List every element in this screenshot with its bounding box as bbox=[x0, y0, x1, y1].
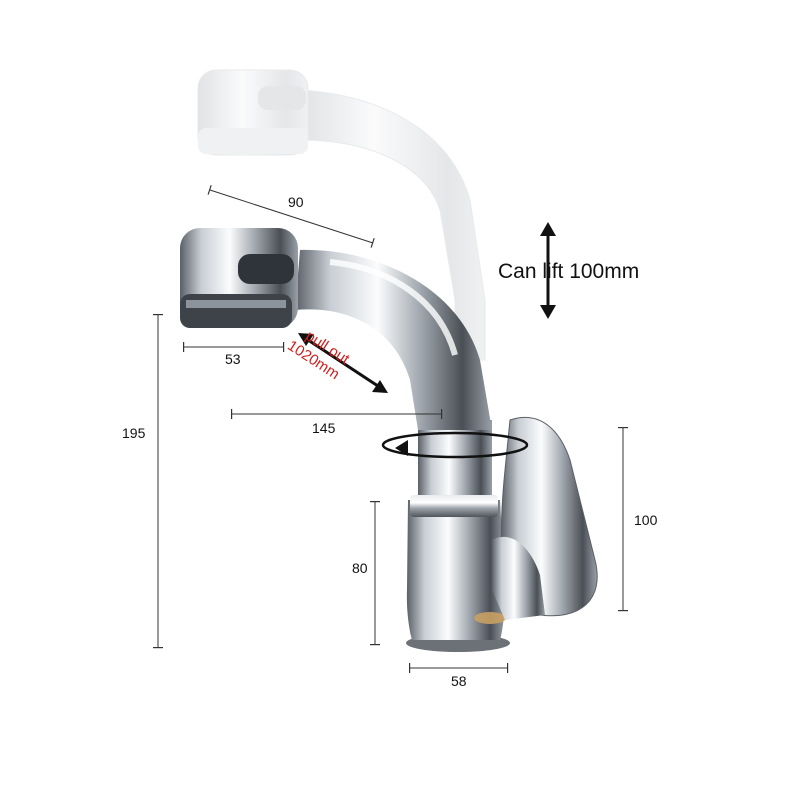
dim-spout-length-label: 90 bbox=[288, 194, 304, 210]
pull-out-label: pull out 1020mm bbox=[284, 327, 353, 383]
base-thread bbox=[474, 612, 506, 624]
pull-out-arrow-icon bbox=[298, 333, 388, 393]
lift-arrow-icon bbox=[540, 222, 556, 319]
faucet-body bbox=[406, 500, 505, 640]
dim-base-diameter-label: 58 bbox=[451, 673, 467, 689]
dim-base-diameter: 58 bbox=[409, 663, 509, 689]
dim-reach: 145 bbox=[231, 409, 443, 436]
swivel-collar bbox=[410, 495, 498, 517]
dim-handle-height-label: 100 bbox=[634, 512, 658, 528]
faucet bbox=[180, 228, 598, 652]
faucet-spout bbox=[295, 249, 492, 430]
dim-body-height-label: 80 bbox=[352, 560, 368, 576]
lift-label: Can lift 100mm bbox=[498, 260, 639, 283]
dim-head-diameter: 53 bbox=[183, 342, 285, 367]
dim-total-height-label: 195 bbox=[122, 425, 146, 441]
dim-reach-label: 145 bbox=[312, 420, 336, 436]
dim-body-height: 80 bbox=[352, 501, 380, 646]
rotate-arrow-icon bbox=[381, 431, 529, 459]
dim-handle-height: 100 bbox=[618, 427, 658, 612]
spray-head-ring bbox=[180, 294, 292, 328]
ghost-faucet bbox=[197, 69, 486, 361]
spray-button bbox=[238, 254, 294, 284]
dim-head-diameter-label: 53 bbox=[225, 351, 241, 367]
dim-spout-length: 90 bbox=[207, 184, 375, 248]
dim-total-height: 195 bbox=[122, 314, 163, 649]
